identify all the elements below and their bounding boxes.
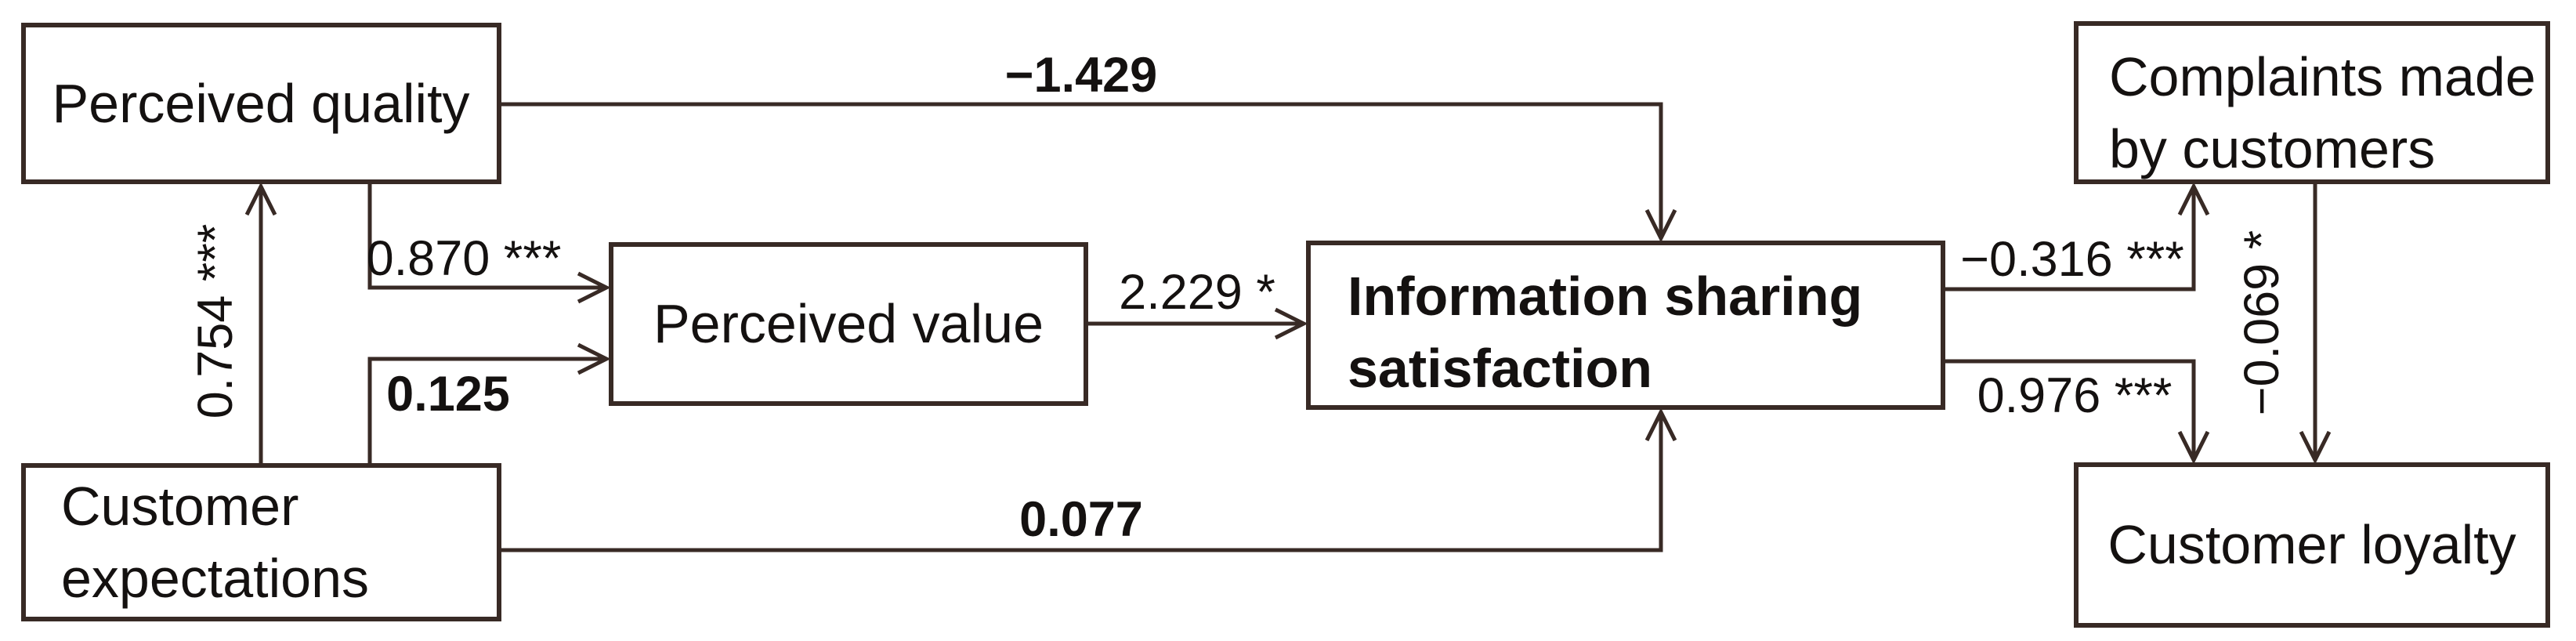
coef-expectations-to-value: 0.125 xyxy=(386,367,510,422)
node-customer-loyalty xyxy=(2074,462,2550,628)
arrow-quality-to-satisfaction xyxy=(499,102,1677,243)
node-label-perceived-quality: Perceived quality xyxy=(52,73,469,134)
node-label-perceived-value: Perceived value xyxy=(653,293,1044,354)
coef-quality-to-value: 0.870 *** xyxy=(367,231,562,286)
node-complaints-made-by-customers xyxy=(2074,21,2550,184)
node-label-information-sharing-line2: satisfaction xyxy=(1348,338,1652,399)
coef-satisfaction-to-loyalty: 0.976 *** xyxy=(1977,368,2173,423)
node-label-customer-loyalty: Customer loyalty xyxy=(2107,514,2516,575)
arrow-satisfaction-to-complaints xyxy=(1943,182,2210,292)
node-label-customer-expectations-line1: Customer xyxy=(61,476,298,537)
node-label-complaints-line1: Complaints made xyxy=(2109,46,2536,107)
node-customer-expectations xyxy=(21,463,501,621)
arrow-quality-to-value xyxy=(367,182,611,304)
coef-value-to-satisfaction: 2.229 * xyxy=(1119,265,1275,320)
coef-quality-to-satisfaction: −1.429 xyxy=(1005,48,1157,103)
coef-expectations-to-satisfaction: 0.077 xyxy=(1019,492,1143,547)
coef-satisfaction-to-complaints: −0.316 *** xyxy=(1960,232,2184,287)
node-label-complaints-line2: by customers xyxy=(2109,118,2435,179)
arrow-expectations-to-value xyxy=(367,342,611,465)
coef-complaints-to-loyalty: −0.069 * xyxy=(2234,230,2289,415)
coef-expectations-to-quality: 0.754 *** xyxy=(188,224,243,419)
arrow-expectations-to-satisfaction xyxy=(499,407,1677,552)
node-label-customer-expectations-line2: expectations xyxy=(61,548,369,609)
node-perceived-quality xyxy=(21,23,501,184)
node-information-sharing-satisfaction xyxy=(1306,241,1945,410)
node-perceived-value xyxy=(609,242,1088,406)
node-label-information-sharing-line1: Information sharing xyxy=(1348,266,1862,327)
arrow-satisfaction-to-loyalty xyxy=(1943,359,2210,465)
